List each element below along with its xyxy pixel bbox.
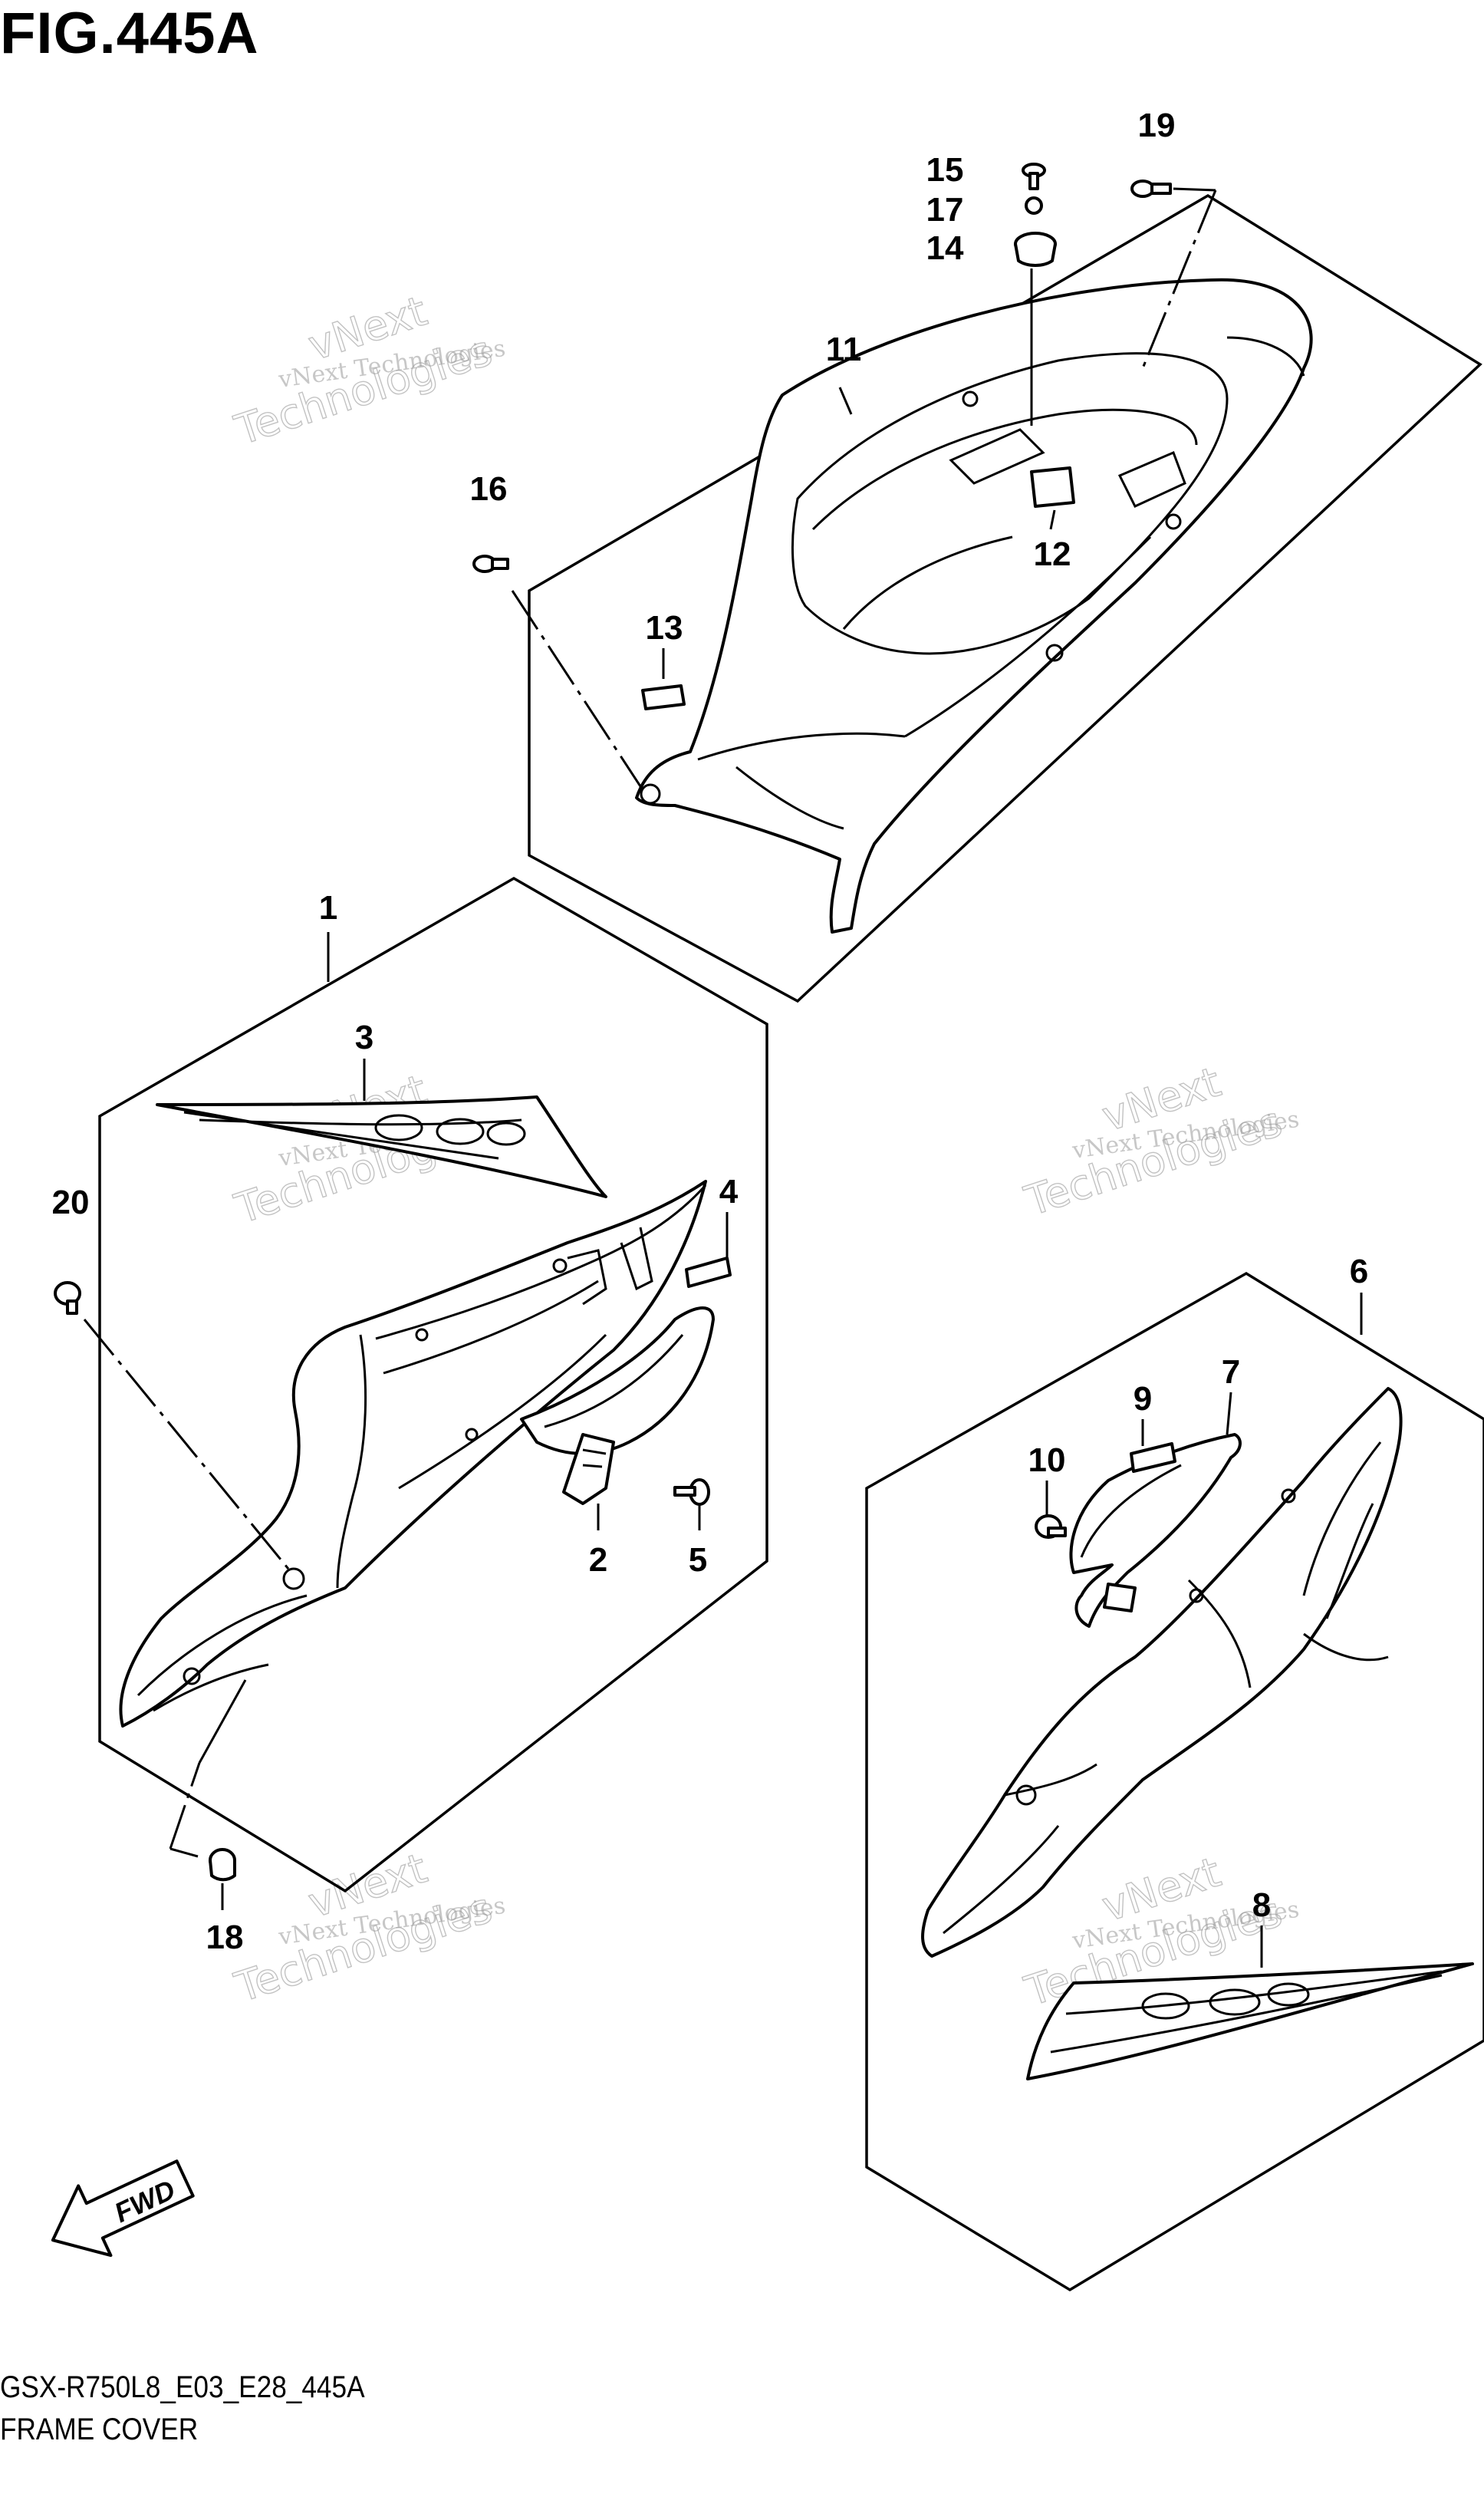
leader-11-line <box>838 387 853 415</box>
watermark: vNext Technologies vNext Technologies <box>229 1843 507 2012</box>
callout-17: 17 <box>926 191 964 229</box>
leader-18-dash <box>169 1762 201 1850</box>
callout-14: 14 <box>926 229 964 267</box>
leader-20-dash <box>83 1319 293 1573</box>
label-9 <box>1130 1442 1176 1473</box>
model-code: GSX-R750L8_E03_E28_445A <box>0 2370 365 2404</box>
grommet-14 <box>1014 232 1057 267</box>
seat-tail-cover <box>635 278 1313 934</box>
group-box-left-frame-cover <box>98 876 768 1893</box>
callout-6: 6 <box>1350 1253 1368 1290</box>
leader-19-dash <box>1141 189 1217 369</box>
callout-13: 13 <box>646 609 683 647</box>
callout-16: 16 <box>470 470 508 508</box>
bolt-16 <box>472 555 509 573</box>
screw-15 <box>1022 163 1046 190</box>
label-4 <box>685 1257 732 1288</box>
cover-bracket-2 <box>520 1306 715 1505</box>
right-frame-cover <box>921 1387 1403 1958</box>
callout-5: 5 <box>689 1541 707 1579</box>
emblem-decal-8 <box>1026 1962 1474 2080</box>
leader-18-line-a <box>169 1847 199 1858</box>
leader-12-line <box>1049 509 1056 530</box>
callout-7: 7 <box>1222 1353 1240 1391</box>
callout-3: 3 <box>355 1019 373 1056</box>
arrow-left-icon: FWD <box>51 2159 195 2258</box>
figure-title: FIG.445A <box>0 1 259 66</box>
callout-9: 9 <box>1134 1380 1152 1418</box>
callout-10: 10 <box>1028 1441 1066 1479</box>
group-box-seat-tail <box>528 193 1482 1003</box>
leader-19-line <box>1173 187 1216 192</box>
callout-2: 2 <box>589 1541 607 1579</box>
callout-8: 8 <box>1252 1886 1271 1924</box>
callout-20: 20 <box>52 1184 90 1221</box>
leader-18-line-b <box>198 1679 247 1764</box>
section-name: FRAME COVER <box>0 2413 199 2446</box>
callout-19: 19 <box>1138 107 1176 144</box>
callout-4: 4 <box>719 1173 739 1211</box>
group-box-right-frame-cover <box>865 1271 1484 2292</box>
callout-18: 18 <box>206 1919 244 1956</box>
callout-11: 11 <box>826 331 862 368</box>
bolt-19 <box>1130 180 1172 198</box>
watermark: vNext Technologies vNext Technologies <box>1018 1057 1301 1226</box>
emblem-decal-3 <box>156 1095 607 1198</box>
grommet-18 <box>209 1848 236 1882</box>
callout-1: 1 <box>319 889 337 927</box>
callout-15: 15 <box>926 151 964 189</box>
leader-16-dash <box>511 590 642 787</box>
screw-10 <box>1035 1514 1067 1539</box>
bracket-7 <box>1069 1433 1242 1628</box>
leader-7-line <box>1226 1392 1232 1435</box>
nut-17 <box>1025 196 1043 215</box>
callout-12: 12 <box>1034 535 1071 573</box>
label-13 <box>641 684 686 710</box>
label-12 <box>1030 466 1075 508</box>
watermark: vNext Technologies vNext Technologies <box>229 286 507 455</box>
screw-5 <box>673 1478 710 1506</box>
screw-20 <box>54 1281 81 1315</box>
left-frame-cover <box>119 1180 707 1728</box>
